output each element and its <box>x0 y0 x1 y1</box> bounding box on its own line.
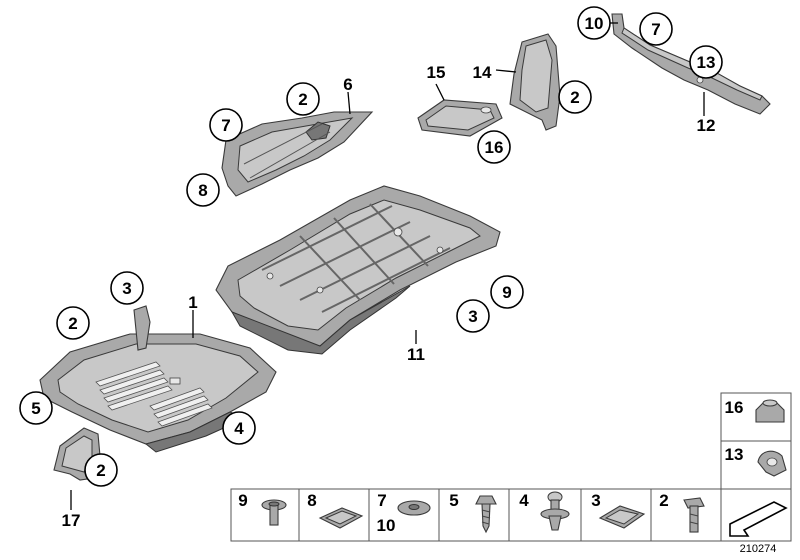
legend-cell-9: 9 <box>230 488 300 542</box>
part-14-shield <box>509 33 561 131</box>
part-11-underbody-panel <box>215 185 501 355</box>
svg-text:3: 3 <box>591 491 600 510</box>
leader-lines <box>70 22 705 510</box>
svg-text:10: 10 <box>585 14 604 33</box>
svg-text:8: 8 <box>307 491 316 510</box>
callout-16-mid: 16 <box>477 130 511 164</box>
svg-text:7: 7 <box>221 116 230 135</box>
callout-8: 8 <box>186 173 220 207</box>
part-6-shield <box>221 111 374 197</box>
svg-text:2: 2 <box>96 461 105 480</box>
part-1-vent-slots <box>95 361 213 427</box>
svg-text:4: 4 <box>234 419 244 438</box>
legend-cell-13: 13 <box>720 440 792 490</box>
legend-cell-mark <box>720 488 792 542</box>
callout-3-left: 3 <box>110 271 144 305</box>
label-15: 15 <box>427 63 446 82</box>
svg-text:2: 2 <box>570 88 579 107</box>
arrow-icon <box>729 501 788 537</box>
legend-cell-7-10: 7 10 <box>368 488 440 542</box>
label-12: 12 <box>697 116 716 135</box>
part-3-clip <box>133 305 151 351</box>
label-1: 1 <box>188 293 197 312</box>
callout-2-bottom: 2 <box>84 453 118 487</box>
svg-text:6: 6 <box>343 75 352 94</box>
callout-5: 5 <box>19 391 53 425</box>
svg-text:11: 11 <box>407 345 425 364</box>
callout-2-right: 2 <box>558 80 592 114</box>
label-17: 17 <box>62 511 81 530</box>
callout-4: 4 <box>222 411 256 445</box>
legend-cell-3: 3 <box>580 488 652 542</box>
svg-text:2: 2 <box>68 314 77 333</box>
legend-cell-2: 2 <box>650 488 722 542</box>
legend-cell-4: 4 <box>508 488 582 542</box>
part-15-plate <box>417 99 503 137</box>
svg-text:2: 2 <box>659 491 668 510</box>
svg-text:13: 13 <box>725 445 744 464</box>
diagram-number: 210274 <box>740 543 777 555</box>
svg-text:3: 3 <box>122 279 131 298</box>
callout-7-top: 7 <box>639 12 673 46</box>
svg-text:14: 14 <box>473 63 492 82</box>
svg-text:16: 16 <box>485 138 504 157</box>
svg-text:3: 3 <box>468 307 477 326</box>
svg-text:7: 7 <box>377 491 386 510</box>
svg-text:9: 9 <box>238 491 247 510</box>
svg-text:10: 10 <box>377 516 396 535</box>
legend-cell-5: 5 <box>438 488 510 542</box>
svg-text:15: 15 <box>427 63 446 82</box>
svg-text:5: 5 <box>449 491 458 510</box>
label-11: 11 <box>407 345 425 364</box>
svg-text:7: 7 <box>651 20 660 39</box>
svg-text:13: 13 <box>697 53 716 72</box>
svg-text:4: 4 <box>519 491 529 510</box>
svg-text:5: 5 <box>31 399 40 418</box>
callout-2-left: 2 <box>56 306 90 340</box>
legend-cell-8: 8 <box>298 488 370 542</box>
svg-text:2: 2 <box>298 90 307 109</box>
svg-text:8: 8 <box>198 181 207 200</box>
fastener-legend: 9 8 7 10 5 4 <box>230 392 792 542</box>
callout-3-mid: 3 <box>456 299 490 333</box>
svg-text:17: 17 <box>62 511 81 530</box>
label-14: 14 <box>473 63 492 82</box>
svg-text:9: 9 <box>502 283 511 302</box>
part-1-underbody-panel <box>39 333 277 453</box>
callout-2-upper: 2 <box>286 82 320 116</box>
callout-7-left: 7 <box>209 108 243 142</box>
label-6: 6 <box>343 75 352 94</box>
svg-text:1: 1 <box>188 293 197 312</box>
svg-text:16: 16 <box>725 398 744 417</box>
svg-text:12: 12 <box>697 116 716 135</box>
callouts: 10 7 13 12 15 14 2 16 6 2 7 8 3 1 2 9 3 … <box>19 6 723 530</box>
callout-10: 10 <box>577 6 611 40</box>
callout-13-top: 13 <box>689 45 723 79</box>
callout-9: 9 <box>490 275 524 309</box>
legend-cell-16: 16 <box>720 392 792 442</box>
